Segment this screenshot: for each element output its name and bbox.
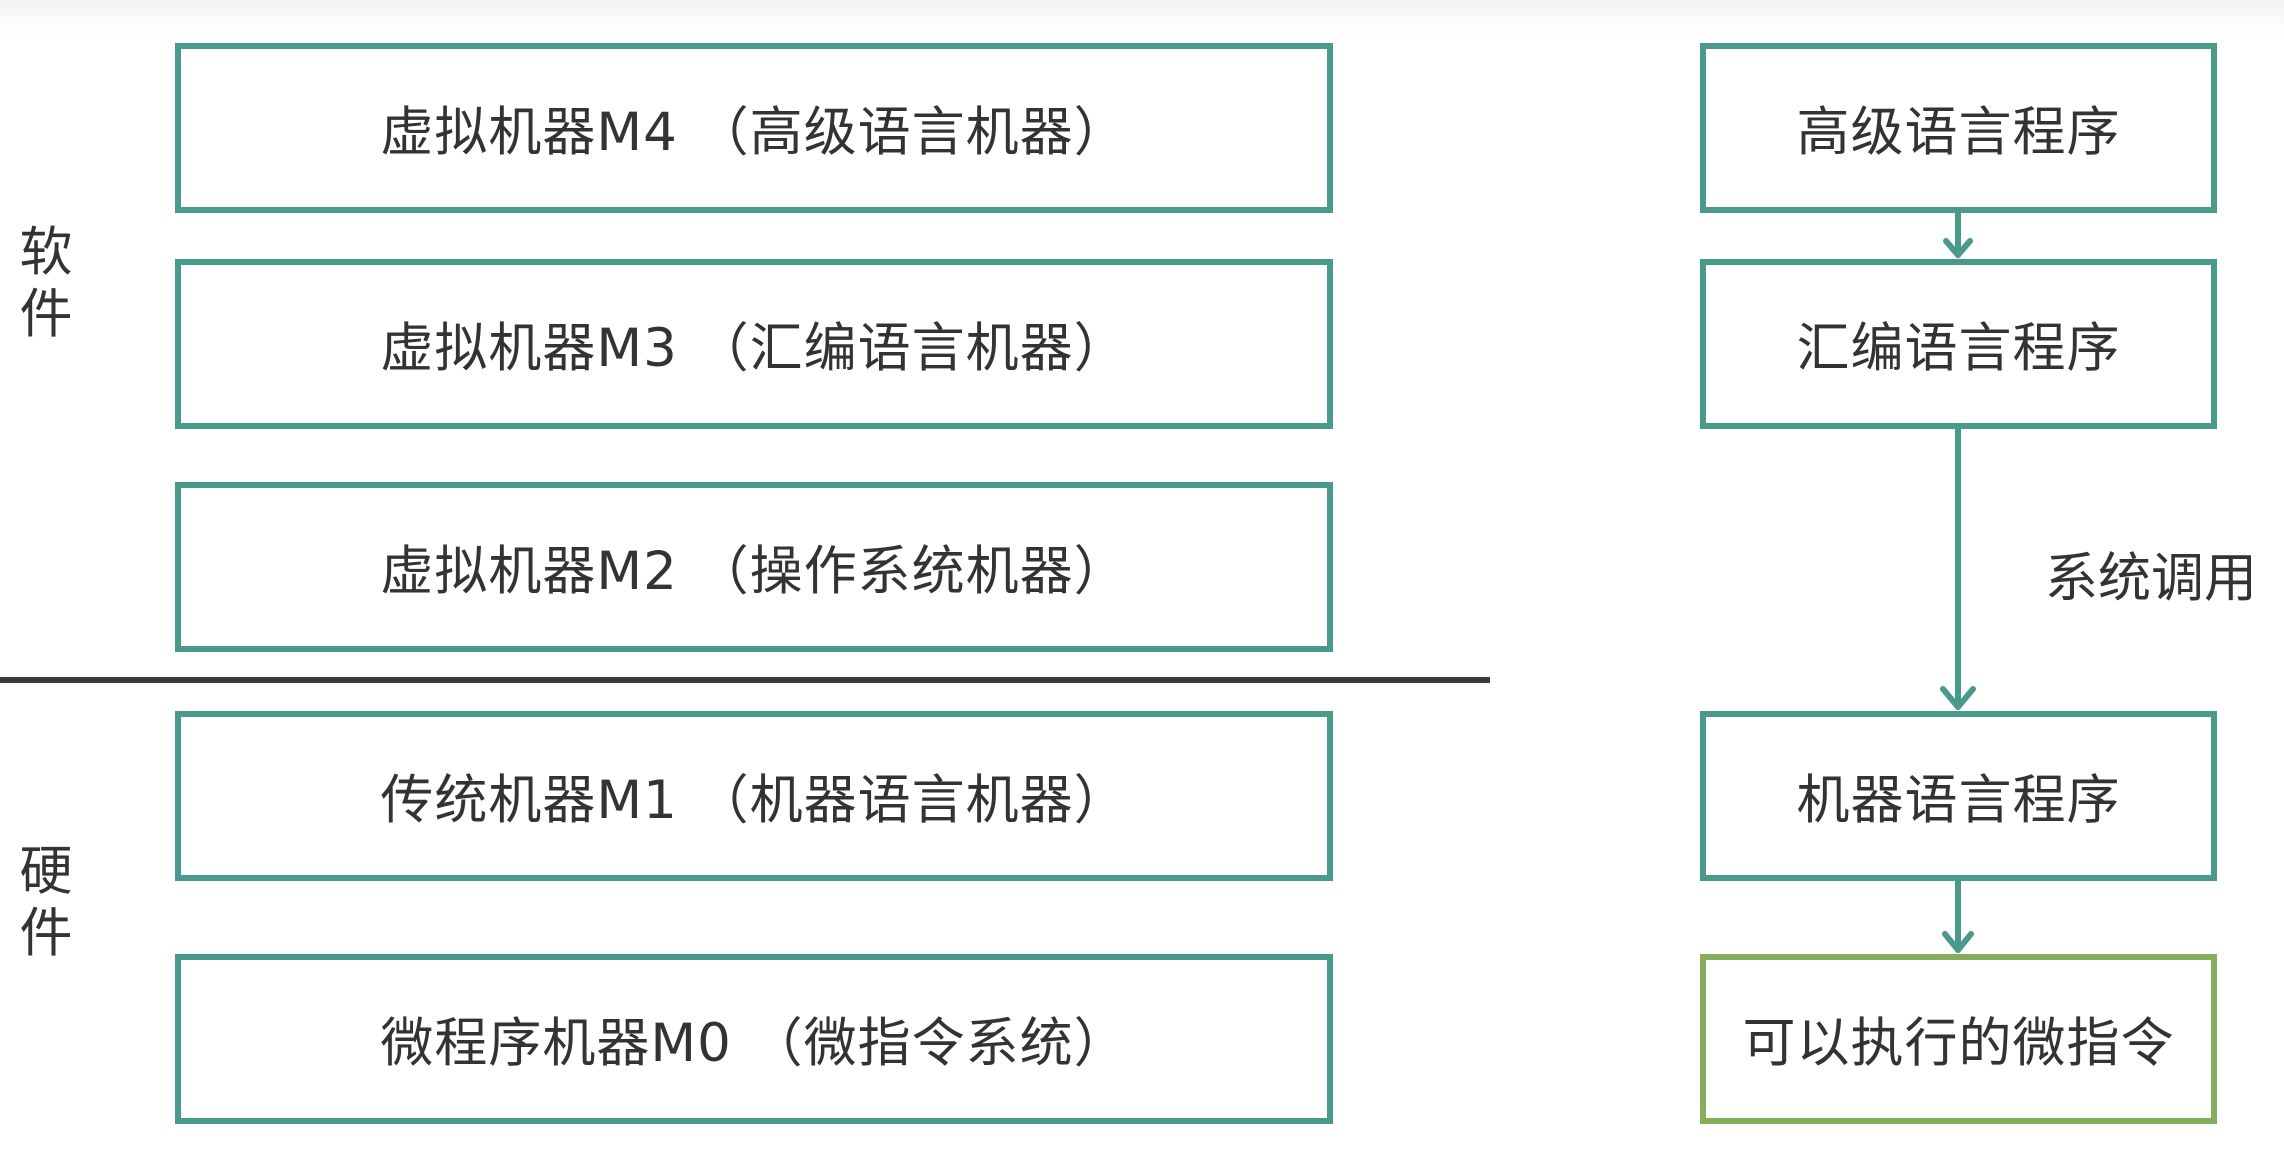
- machine-box-m4: 虚拟机器M4 （高级语言机器）: [175, 43, 1333, 213]
- software-hardware-divider: [0, 677, 1490, 683]
- machine-label-m1: 传统机器M1 （机器语言机器）: [380, 770, 1128, 831]
- flow-label-assembly: 汇编语言程序: [1796, 318, 2121, 379]
- machine-box-m3: 虚拟机器M3 （汇编语言机器）: [175, 259, 1333, 429]
- machine-label-m3: 虚拟机器M3 （汇编语言机器）: [380, 318, 1128, 379]
- machine-label-m4: 虚拟机器M4 （高级语言机器）: [380, 102, 1128, 163]
- arrow-head-machine-to-micro: [1942, 931, 1974, 953]
- hardware-label: 硬 件: [16, 841, 76, 965]
- flow-box-high-level: 高级语言程序: [1700, 43, 2217, 213]
- machine-box-m0: 微程序机器M0 （微指令系统）: [175, 954, 1333, 1124]
- arrow-head-asm-to-machine: [1940, 686, 1976, 710]
- flow-box-machine-language: 机器语言程序: [1700, 711, 2217, 881]
- machine-label-m0: 微程序机器M0 （微指令系统）: [380, 1013, 1128, 1074]
- flow-label-machine-language: 机器语言程序: [1796, 770, 2121, 831]
- software-label: 软 件: [16, 222, 76, 346]
- top-band: [0, 0, 2284, 38]
- software-label-char-1: 软: [19, 222, 73, 283]
- machine-box-m1: 传统机器M1 （机器语言机器）: [175, 711, 1333, 881]
- software-label-char-2: 件: [19, 284, 73, 345]
- flow-box-assembly: 汇编语言程序: [1700, 259, 2217, 429]
- machine-box-m2: 虚拟机器M2 （操作系统机器）: [175, 482, 1333, 652]
- machine-label-m2: 虚拟机器M2 （操作系统机器）: [380, 541, 1128, 602]
- flow-box-microinstructions: 可以执行的微指令: [1700, 954, 2217, 1124]
- hardware-label-char-1: 硬: [19, 841, 73, 902]
- hardware-label-char-2: 件: [19, 903, 73, 964]
- flow-label-microinstructions: 可以执行的微指令: [1742, 1013, 2175, 1074]
- flow-label-high-level: 高级语言程序: [1796, 102, 2121, 163]
- arrow-head-high-to-asm: [1943, 238, 1973, 258]
- system-call-label: 系统调用: [2045, 548, 2257, 609]
